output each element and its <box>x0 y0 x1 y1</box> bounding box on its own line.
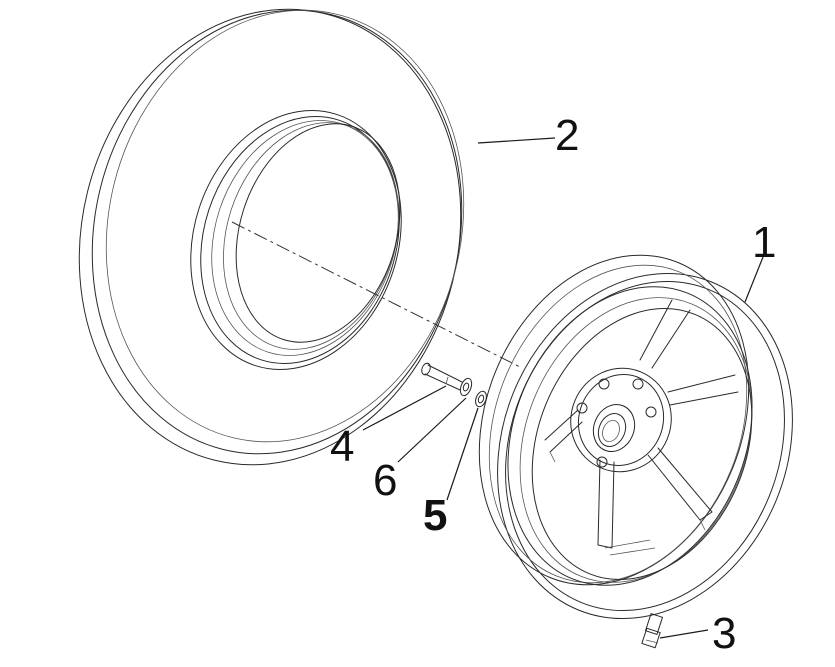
callout-washer-outer: 5 <box>423 491 447 540</box>
callout-tyre: 2 <box>555 111 579 160</box>
bolt <box>421 362 463 391</box>
tyre <box>78 8 465 466</box>
rim <box>478 254 793 620</box>
callout-valve: 3 <box>712 609 736 658</box>
washer-inner <box>459 377 473 397</box>
callout-rim: 1 <box>752 218 776 267</box>
leader-lines <box>362 137 766 639</box>
callout-bolt: 4 <box>330 422 354 471</box>
callout-washer-inner: 6 <box>373 456 397 505</box>
valve <box>641 613 663 649</box>
axis-line <box>231 221 521 368</box>
